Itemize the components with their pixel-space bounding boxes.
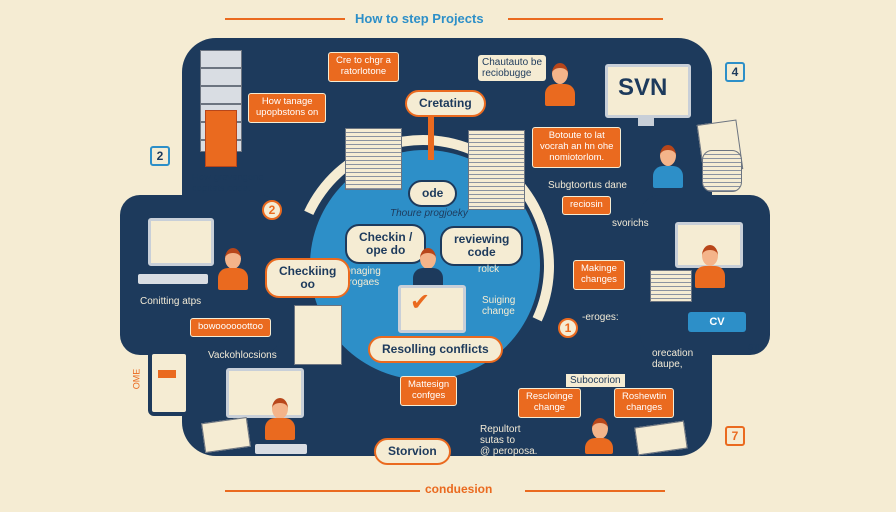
orecation-label: orecation daupe, bbox=[652, 348, 694, 370]
paper-stack-left bbox=[345, 128, 402, 190]
phone-device bbox=[148, 350, 190, 416]
lower-left-monitor bbox=[226, 368, 304, 418]
roshewtin-tag: Roshewtin changes bbox=[614, 388, 675, 418]
how-grevangone-label: How grevangone copitats code: bbox=[192, 172, 264, 194]
step-2-circle: 2 bbox=[262, 200, 282, 220]
subocorion-label: Subocorion bbox=[566, 374, 625, 387]
botoute-tag: Botoute to lat vocrah an hn ohe nomiotor… bbox=[532, 127, 622, 168]
rescloinge-tag: Rescloinge change bbox=[518, 388, 581, 418]
cv-box: CV bbox=[688, 312, 746, 332]
conitting-label: Conitting atps bbox=[140, 296, 202, 307]
developer-lower-head bbox=[272, 398, 288, 419]
svn-label: SVN bbox=[618, 74, 668, 101]
creating-pill: Cretating bbox=[405, 90, 486, 118]
onaging-label: Onaging erogaes bbox=[343, 266, 381, 288]
repultort-label: Repultort sutas to @ peroposa. bbox=[480, 424, 538, 457]
step-2-box: 2 bbox=[150, 146, 170, 166]
developer-left-body bbox=[218, 268, 248, 290]
developer-lower-body bbox=[265, 418, 295, 440]
binder-stack bbox=[205, 110, 237, 167]
top-arrow-down bbox=[428, 100, 434, 160]
title-arrow-right bbox=[508, 18, 663, 20]
footer-arrow-left bbox=[225, 490, 420, 492]
footer-title: conduesion bbox=[425, 482, 493, 496]
arrow-tag: bowoooooottoo bbox=[190, 318, 271, 337]
developer-right-head bbox=[660, 145, 676, 166]
step-7-box: 7 bbox=[725, 426, 745, 446]
developer-bottom-body bbox=[585, 438, 613, 454]
subgtoortus-label: Subgtoortus dane bbox=[548, 180, 627, 191]
makinge-tag: Makinge changes bbox=[573, 260, 625, 290]
chautauto-label: Chautauto be reciobugge bbox=[478, 55, 547, 81]
svorichs-label: svorichs bbox=[612, 218, 649, 229]
developer-center-head bbox=[420, 248, 436, 269]
left-keyboard bbox=[138, 274, 208, 284]
paper-stack-right bbox=[468, 130, 525, 210]
how-tanage-tag: How tanage upopbstons on bbox=[248, 93, 327, 123]
thoure-label: Thoure progjoeky bbox=[390, 208, 468, 219]
lower-doc-stack bbox=[201, 416, 251, 454]
developer-left-head bbox=[225, 248, 241, 269]
left-monitor bbox=[148, 218, 214, 266]
developer-right-body bbox=[653, 166, 683, 188]
developer-bottom-head bbox=[592, 418, 608, 439]
check-icon: ✔ bbox=[410, 289, 431, 316]
svn-monitor-stand bbox=[638, 116, 654, 126]
footer-arrow-right bbox=[525, 490, 665, 492]
rolck-label: rolck bbox=[478, 264, 500, 275]
mattesign-tag: Mattesign confges bbox=[400, 376, 458, 406]
page-title: How to step Projects bbox=[355, 11, 484, 26]
disk-stack bbox=[702, 150, 742, 192]
developer-center-body bbox=[413, 268, 443, 290]
ome-label: OME bbox=[131, 368, 142, 390]
phone-screen-bar bbox=[158, 370, 176, 378]
vackohlocsions-label: Vackohlocsions bbox=[208, 350, 277, 361]
center-monitor bbox=[398, 285, 466, 333]
developer-top-body bbox=[545, 84, 575, 106]
developer-rightwing-body bbox=[695, 266, 725, 288]
title-arrow-left bbox=[225, 18, 345, 20]
checking-pill: Checkiing oo bbox=[265, 258, 351, 299]
box-stack-left bbox=[294, 305, 342, 365]
checkin-pill: Checkin / ope do bbox=[345, 224, 427, 265]
resolving-conflicts-pill: Resolling conflicts bbox=[368, 336, 503, 364]
storvion-pill: Storvion bbox=[374, 438, 451, 466]
code-pill: ode bbox=[408, 180, 458, 208]
lower-keyboard bbox=[255, 444, 307, 454]
developer-top-head bbox=[552, 63, 568, 84]
std-label: STD bbox=[748, 343, 764, 352]
step-4-box: 4 bbox=[725, 62, 745, 82]
step-1-circle: 1 bbox=[558, 318, 578, 338]
reciosin-tag: reciosin bbox=[562, 196, 611, 215]
right-paper-stack bbox=[650, 270, 692, 302]
reviewing-pill: reviewing code bbox=[440, 226, 524, 267]
eroges-label: -eroges: bbox=[582, 312, 619, 323]
developer-rightwing-head bbox=[702, 245, 718, 266]
suiging-label: Suiging change bbox=[482, 295, 516, 317]
cre-to-chgr-tag: Cre to chgr a ratorlotone bbox=[328, 52, 399, 82]
